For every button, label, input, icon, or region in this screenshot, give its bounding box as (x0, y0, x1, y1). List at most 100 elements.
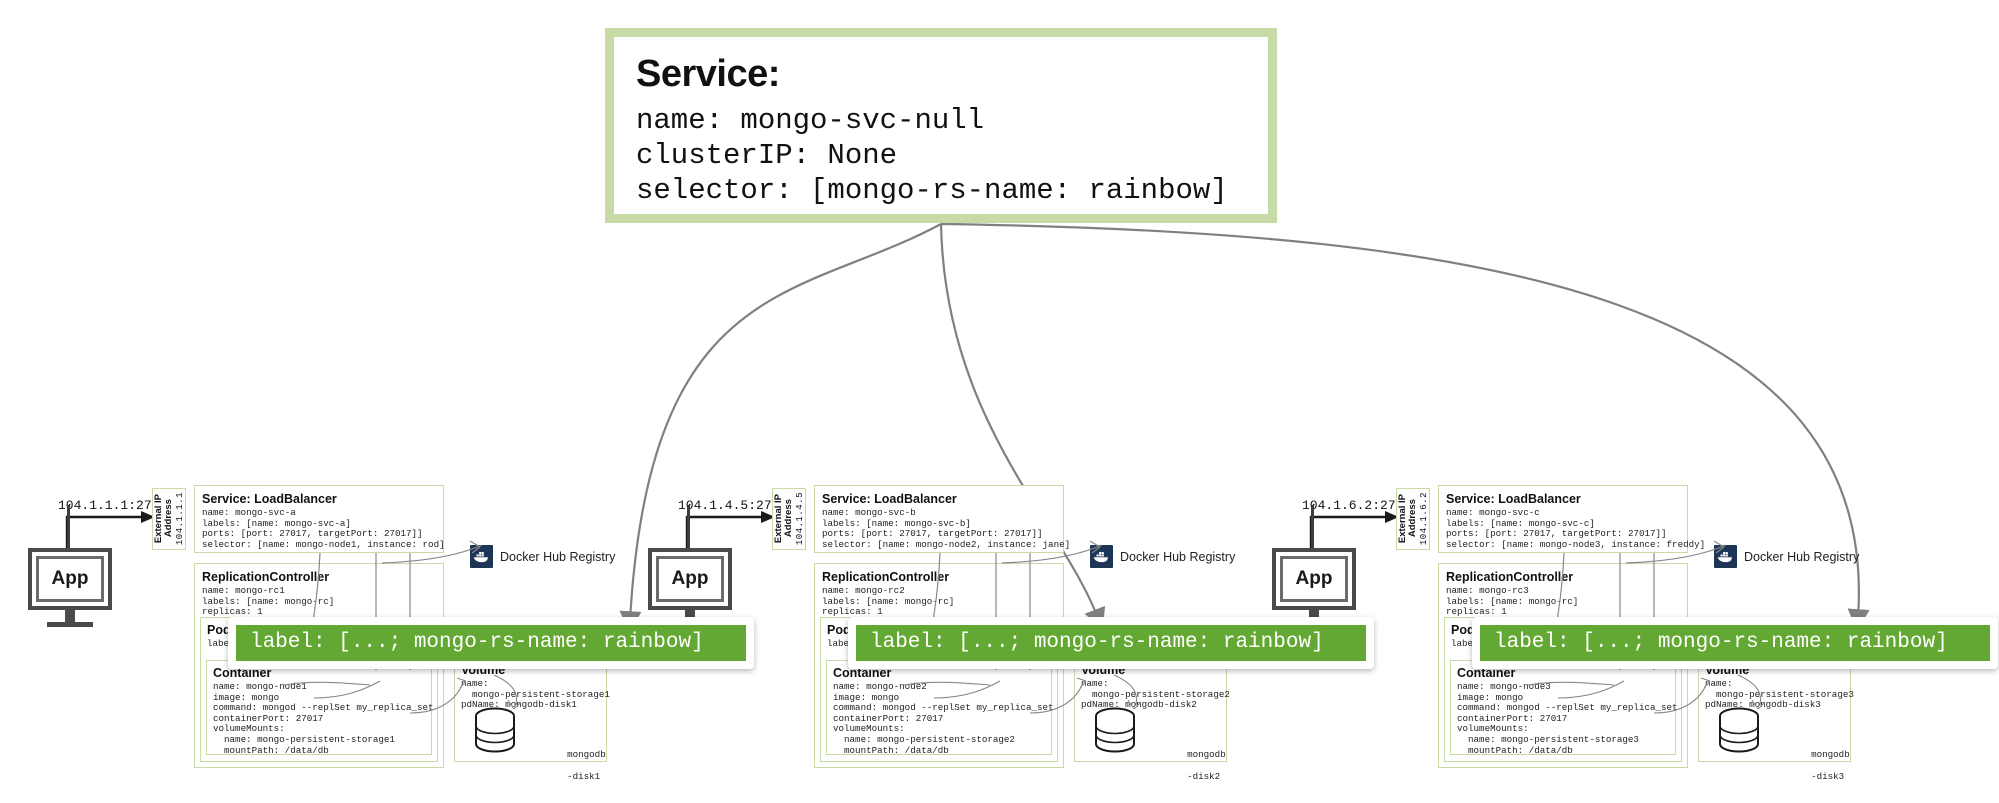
rc-line-3-2: replicas: 1 (1446, 606, 1507, 618)
rc-line-1-0: name: mongo-rc1 (202, 585, 285, 596)
service-line-1-1: labels: [name: mongo-svc-a] (202, 517, 351, 529)
volume-line-2-1: mongo-persistent-storage2 (1081, 688, 1230, 700)
pod-line-2-0: labels: (827, 638, 866, 649)
volume-box-1: Volume name: mongo-persistent-storage1 p… (454, 657, 610, 782)
monitor-neck-2 (685, 610, 695, 622)
container-line-1-2: command: mongod --replSet my_replica_set (213, 702, 434, 714)
label-banner-text-3: label: [...; mongo-rs-name: rainbow] (1480, 625, 1990, 661)
app-monitor-screen-2: App (656, 556, 724, 602)
service-header-3: Service: LoadBalancer (1446, 492, 1581, 506)
docker-hub-registry-1[interactable]: Docker Hub Registry (470, 545, 615, 568)
app-label-2: App (671, 568, 709, 589)
service-header-2: Service: LoadBalancer (822, 492, 957, 506)
rc-line-2-2: replicas: 1 (822, 606, 883, 618)
disk-cylinder-icon-1 (475, 707, 515, 753)
monitor-neck-3 (1309, 610, 1319, 622)
container-line-1-0: name: mongo-node1 (213, 681, 307, 692)
service-callout-box: Service: name: mongo-svc-null clusterIP:… (605, 28, 1277, 223)
label-banner-text-1: label: [...; mongo-rs-name: rainbow] (236, 625, 746, 661)
label-banner-1: label: [...; mongo-rs-name: rainbow] (228, 617, 754, 669)
monitor-base-1 (47, 622, 93, 627)
container-box-2: Container name: mongo-node2 image: mongo… (826, 660, 1054, 756)
external-ip-value-1: 104.1.1.1 (174, 492, 185, 546)
service-line-3-1: labels: [name: mongo-svc-c] (1446, 517, 1595, 529)
pod-line-3-0: labels: (1451, 638, 1490, 649)
app-monitor-screen-1: App (36, 556, 104, 602)
volume-line-3-2: pdName: mongodb-disk3 (1705, 699, 1821, 711)
label-banner-3: label: [...; mongo-rs-name: rainbow] (1472, 617, 1998, 669)
service-header-1: Service: LoadBalancer (202, 492, 337, 506)
rc-header-1: ReplicationController (202, 570, 330, 584)
service-line-3-0: name: mongo-svc-c (1446, 507, 1540, 518)
service-line-2-3: selector: [name: mongo-node2, instance: … (822, 538, 1071, 550)
app-monitor-2: App (648, 548, 732, 610)
endpoint-address-3: 104.1.6.2:27017 (1302, 498, 1420, 513)
volume-line-3-0: name: (1705, 678, 1733, 689)
container-line-1-5: name: mongo-persistent-storage1 (213, 733, 395, 745)
service-line-3-2: ports: [port: 27017, targetPort: 27017]] (1446, 528, 1667, 540)
container-line-2-6: mountPath: /data/db (833, 744, 949, 756)
container-line-2-0: name: mongo-node2 (833, 681, 927, 692)
monitor-cable-3 (1311, 505, 1314, 548)
monitor-cable-1 (67, 505, 70, 548)
docker-hub-label-1: Docker Hub Registry (500, 549, 616, 564)
container-line-1-3: containerPort: 27017 (213, 712, 324, 724)
docker-hub-label-2: Docker Hub Registry (1120, 549, 1236, 564)
rc-header-3: ReplicationController (1446, 570, 1574, 584)
docker-hub-registry-2[interactable]: Docker Hub Registry (1090, 545, 1235, 568)
label-banner-text-2: label: [...; mongo-rs-name: rainbow] (856, 625, 1366, 661)
app-monitor-screen-3: App (1280, 556, 1348, 602)
docker-whale-icon-2 (1090, 545, 1113, 568)
container-line-3-5: name: mongo-persistent-storage3 (1457, 733, 1639, 745)
label-banner-2: label: [...; mongo-rs-name: rainbow] (848, 617, 1374, 669)
container-line-3-1: image: mongo (1457, 691, 1524, 703)
container-line-2-4: volumeMounts: (833, 723, 905, 735)
container-line-1-1: image: mongo (213, 691, 280, 703)
rc-line-1-2: replicas: 1 (202, 606, 263, 618)
service-callout-line-clusterip: clusterIP: None (636, 139, 898, 172)
disk-cylinder-icon-2 (1095, 707, 1135, 753)
service-line-2-2: ports: [port: 27017, targetPort: 27017]] (822, 528, 1043, 540)
container-line-3-3: containerPort: 27017 (1457, 712, 1568, 724)
container-header-1: Container (213, 666, 272, 680)
container-line-3-0: name: mongo-node3 (1457, 681, 1551, 692)
volume-line-1-1: mongo-persistent-storage1 (461, 688, 610, 700)
rc-header-2: ReplicationController (822, 570, 950, 584)
container-line-3-4: volumeMounts: (1457, 723, 1529, 735)
volume-line-1-0: name: (461, 678, 489, 689)
rc-line-3-0: name: mongo-rc3 (1446, 585, 1529, 596)
volume-line-2-0: name: (1081, 678, 1109, 689)
pod-header-1: Pod (207, 623, 231, 637)
service-callout-title: Service: (636, 53, 780, 95)
service-callout-line-name: name: mongo-svc-null (636, 104, 985, 137)
pod-line-1-0: labels: (207, 638, 246, 649)
service-loadbalancer-box-2: Service: LoadBalancer name: mongo-svc-b … (814, 485, 1071, 553)
app-label-1: App (51, 568, 89, 589)
docker-whale-icon-1 (470, 545, 493, 568)
service-callout-line-selector: selector: [mongo-rs-name: rainbow] (636, 174, 1228, 207)
volume-line-1-2: pdName: mongodb-disk1 (461, 699, 577, 711)
pod-header-2: Pod (827, 623, 851, 637)
docker-hub-registry-3[interactable]: Docker Hub Registry (1714, 545, 1859, 568)
container-header-3: Container (1457, 666, 1516, 680)
container-line-2-5: name: mongo-persistent-storage2 (833, 733, 1015, 745)
volume-box-2: Volume name: mongo-persistent-storage2 p… (1074, 657, 1230, 782)
volume-line-3-1: mongo-persistent-storage3 (1705, 688, 1854, 700)
service-line-2-1: labels: [name: mongo-svc-b] (822, 517, 971, 529)
container-line-2-2: command: mongod --replSet my_replica_set (833, 702, 1054, 714)
app-monitor-3: App (1272, 548, 1356, 610)
container-line-2-1: image: mongo (833, 691, 900, 703)
container-line-1-6: mountPath: /data/db (213, 744, 329, 756)
service-line-1-2: ports: [port: 27017, targetPort: 27017]] (202, 528, 423, 540)
service-loadbalancer-box-1: Service: LoadBalancer name: mongo-svc-a … (194, 485, 445, 553)
container-box-1: Container name: mongo-node1 image: mongo… (206, 660, 434, 756)
service-line-1-0: name: mongo-svc-a (202, 507, 296, 518)
disk-label-1: mongodb -disk1 (567, 749, 606, 782)
container-header-2: Container (833, 666, 892, 680)
service-loadbalancer-box-3: Service: LoadBalancer name: mongo-svc-c … (1438, 485, 1705, 553)
docker-hub-label-3: Docker Hub Registry (1744, 549, 1860, 564)
